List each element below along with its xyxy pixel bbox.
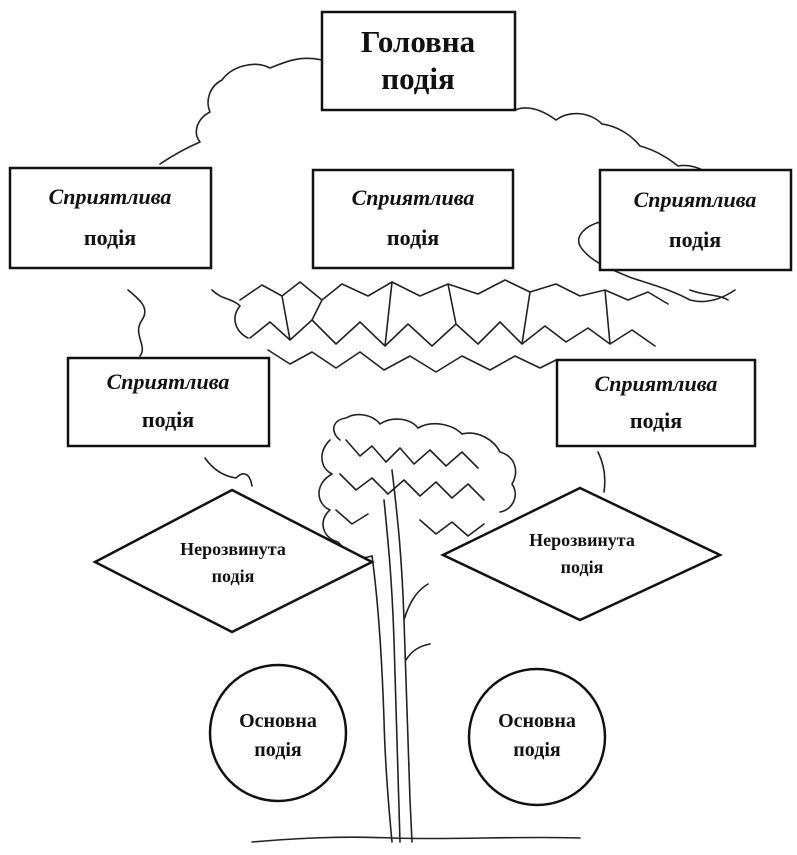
basic-event-circle: Основна подія [469,669,605,805]
main-event-label-line2: подія [381,61,455,96]
undeveloped-event-diamond: Нерозвинута подія [95,490,372,632]
favorable-event-label-line1: Сприятлива [595,371,718,396]
favorable-event-box: Сприятлива подія [557,360,755,446]
favorable-event-box: Сприятлива подія [313,170,513,268]
favorable-event-label-line2: подія [387,225,439,250]
main-event-label-line1: Головна [361,24,476,59]
favorable-event-label-line1: Сприятлива [634,187,757,212]
favorable-event-label-line2: подія [84,225,136,250]
undeveloped-event-label-line1: Нерозвинута [529,530,635,550]
favorable-event-label-line1: Сприятлива [352,185,475,210]
favorable-event-box: Сприятлива подія [600,170,791,270]
ground-line [252,837,580,842]
favorable-event-box: Сприятлива подія [10,168,211,268]
undeveloped-event-diamond: Нерозвинута подія [443,488,720,620]
undeveloped-event-label-line2: подія [212,566,255,586]
favorable-event-label-line2: подія [630,408,682,433]
tree-trunk [372,470,430,842]
favorable-event-label-line1: Сприятлива [49,184,172,209]
basic-event-circle: Основна подія [210,665,346,801]
undeveloped-event-label-line2: подія [561,557,604,577]
tree-crown-folds [240,280,668,372]
main-event-box: Головна подія [322,12,515,110]
favorable-event-label-line1: Сприятлива [107,369,230,394]
basic-event-label-line1: Основна [239,710,317,732]
basic-event-label-line2: подія [254,739,302,761]
basic-event-label-line1: Основна [498,710,576,732]
favorable-event-label-line2: подія [669,227,721,252]
favorable-event-label-line2: подія [142,407,194,432]
favorable-event-box: Сприятлива подія [68,358,269,446]
basic-event-label-line2: подія [513,739,561,761]
undeveloped-event-label-line1: Нерозвинута [180,539,286,559]
